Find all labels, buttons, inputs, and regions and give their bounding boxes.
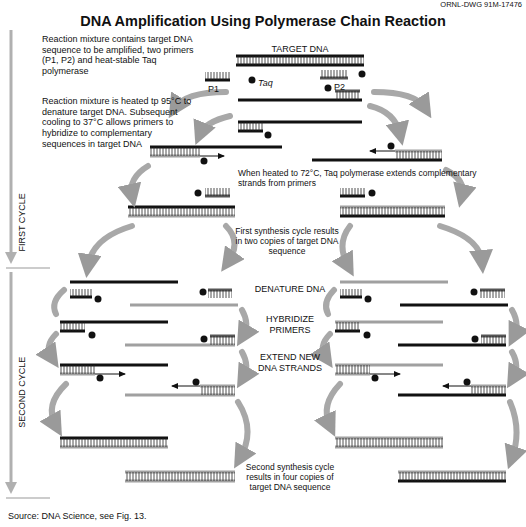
step-label: HYBRIDIZE PRIMERS [252,314,328,335]
cycle-label: SECOND CYCLE [17,337,28,447]
source-caption: Source: DNA Science, see Fig. 13. [8,511,308,522]
step-note: Reaction mixture is heated tp 95°C to de… [42,96,194,149]
drawing-number: ORNL-DWG 91M-17476 [396,1,522,10]
result-note: Second synthesis cycle results in four c… [236,462,344,492]
part-label: TARGET DNA [250,44,350,55]
diagram-title: DNA Amplification Using Polymerase Chain… [3,13,523,30]
cycle-label: FIRST CYCLE [17,167,28,277]
enzyme-label: Taq [258,78,288,89]
step-label: DENATURE DNA [252,284,328,295]
primer-label: P1 [208,84,228,95]
step-note: When heated to 72°C, Taq polymerase exte… [238,168,488,188]
step-note: Reaction mixture contains target DNA seq… [42,34,194,77]
primer-label: P2 [334,82,354,93]
step-label: EXTEND NEW DNA STRANDS [257,352,323,373]
result-note: First synthesis cycle results in two cop… [231,226,343,256]
